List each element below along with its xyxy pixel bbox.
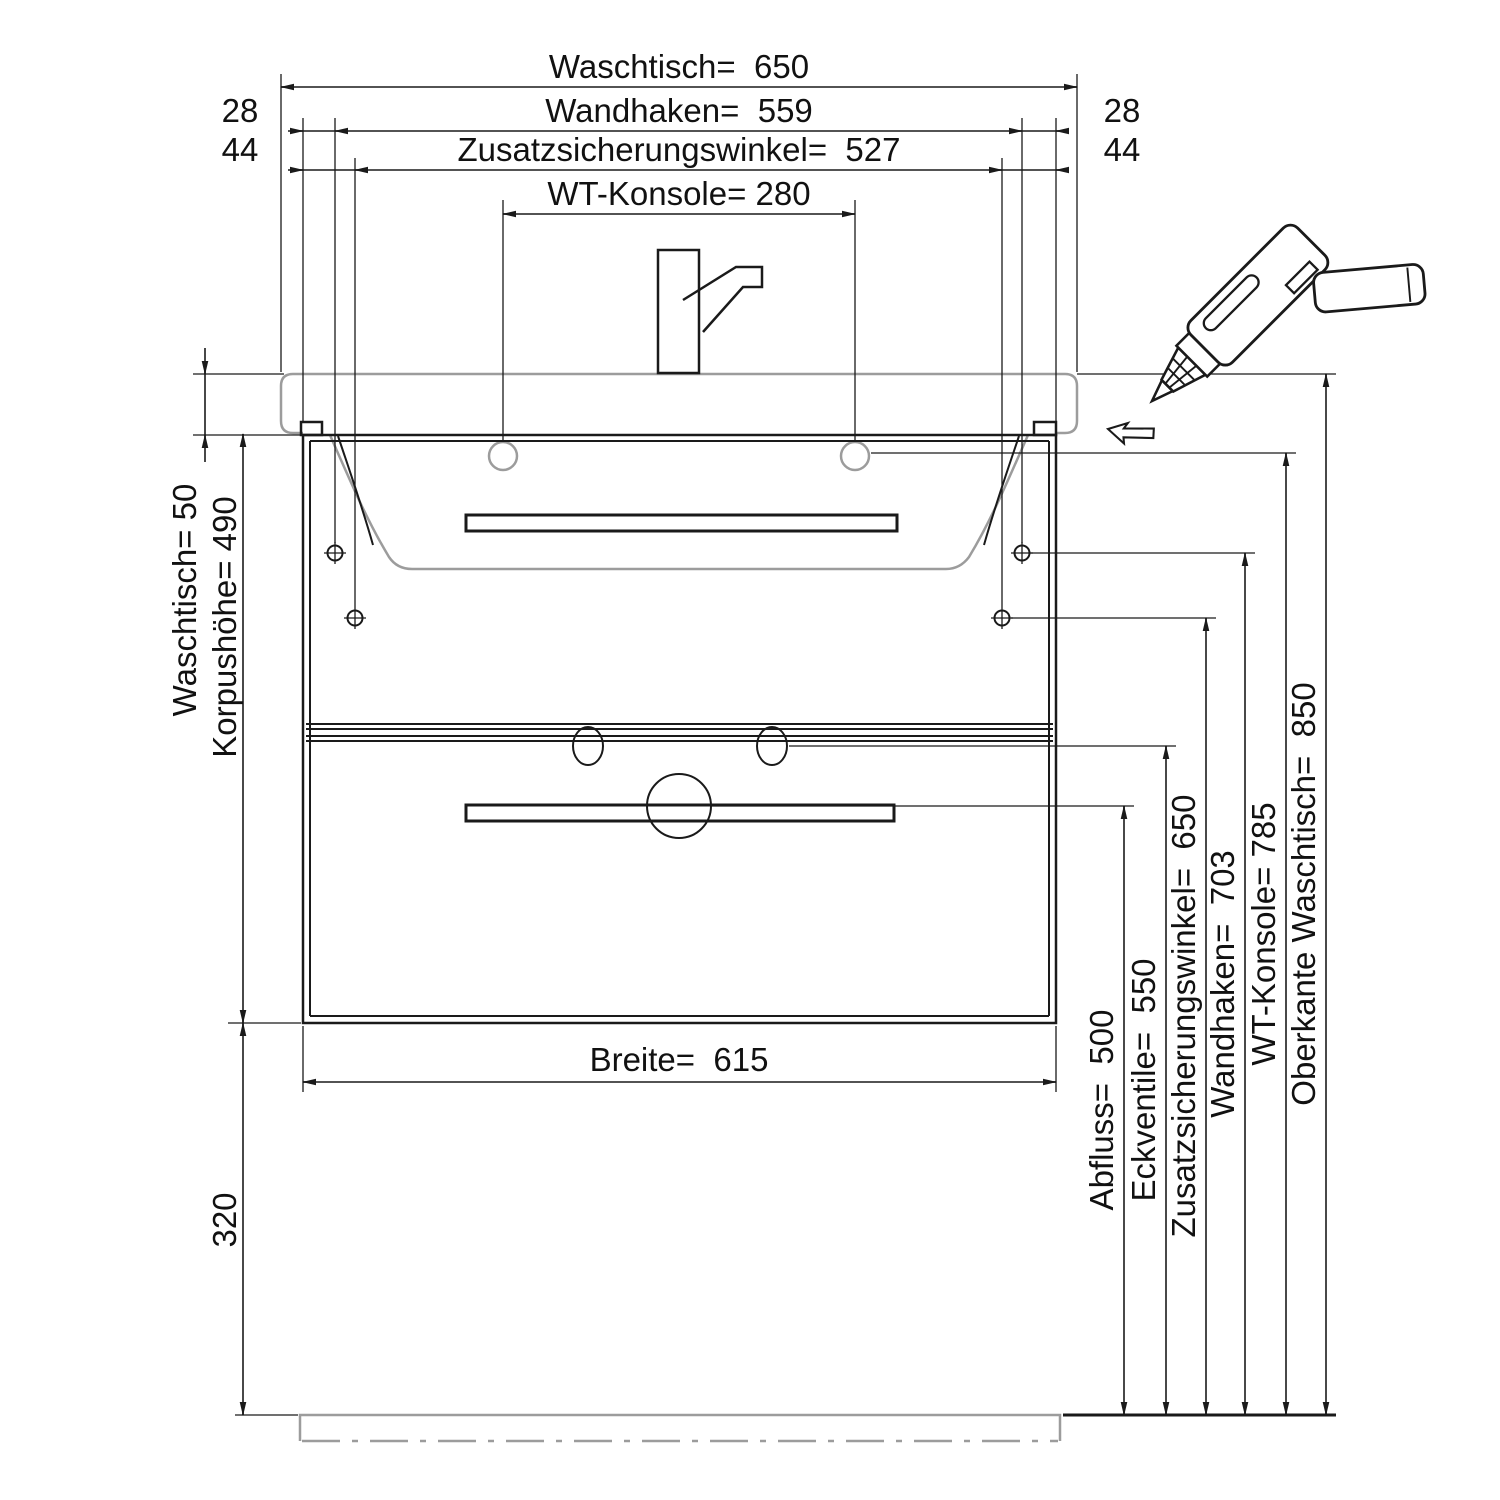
label-waschtisch-breite: Waschtisch= 650 [549,48,809,85]
drive-direction-arrow-icon [1105,421,1155,447]
label-zusatzwinkel-hoehe: Zusatzsicherungswinkel= 650 [1165,795,1202,1238]
label-abfluss: Abfluss= 500 [1083,1010,1120,1211]
corner-valve-left [572,726,604,766]
dimension-lines [201,83,1330,1416]
label-sockelhoehe-320: 320 [206,1192,243,1247]
label-wt-konsole-breite: WT-Konsole= 280 [547,175,810,212]
washbasin-bowl [328,434,1030,571]
label-offset-28-right: 28 [1104,92,1141,129]
label-wandhaken-breite: Wandhaken= 559 [545,92,813,129]
cabinet [299,420,1058,1025]
label-korpushoehe: Korpushöhe= 490 [206,496,243,757]
label-breite: Breite= 615 [590,1041,769,1078]
upper-drawer-handle [464,513,899,533]
extension-lines [193,74,1078,1416]
label-oberkante-waschtisch: Oberkante Waschtisch= 850 [1285,682,1322,1105]
washbasin-outline [279,372,1079,571]
label-wandhaken-hoehe: Wandhaken= 703 [1204,850,1241,1118]
drawer-divider [306,723,1053,742]
floor [298,1413,1336,1443]
label-offset-28-left: 28 [222,92,259,129]
dimension-labels: Waschtisch= 650 Wandhaken= 559 28 28 Zus… [166,48,1322,1248]
wall-tab-right [1032,420,1058,437]
drill-icon [1149,223,1427,404]
console-hole-left [487,440,519,472]
bowl-left-curve [337,435,374,546]
label-waschtisch-hoehe: Waschtisch= 50 [166,484,203,717]
label-zusatzwinkel-breite: Zusatzsicherungswinkel= 527 [458,131,901,168]
wall-hook-mark-left [324,542,346,564]
safety-bracket-mark-right [991,607,1013,629]
wall-hook-mark-right [1011,542,1033,564]
wall-tab-left [299,420,324,437]
console-hole-right [839,440,871,472]
fixing-points [324,542,1033,629]
bowl-right-curve [983,435,1020,546]
label-offset-44-left: 44 [222,131,259,168]
safety-bracket-mark-left [344,607,366,629]
lower-drawer-handle [464,803,896,823]
label-offset-44-right: 44 [1104,131,1141,168]
faucet-icon [656,248,764,375]
cabinet-body [301,433,1058,1025]
label-wt-konsole-hoehe: WT-Konsole= 785 [1245,802,1282,1065]
height-level-lines [711,373,1336,807]
label-eckventile: Eckventile= 550 [1125,958,1162,1201]
corner-valve-right [756,726,788,766]
